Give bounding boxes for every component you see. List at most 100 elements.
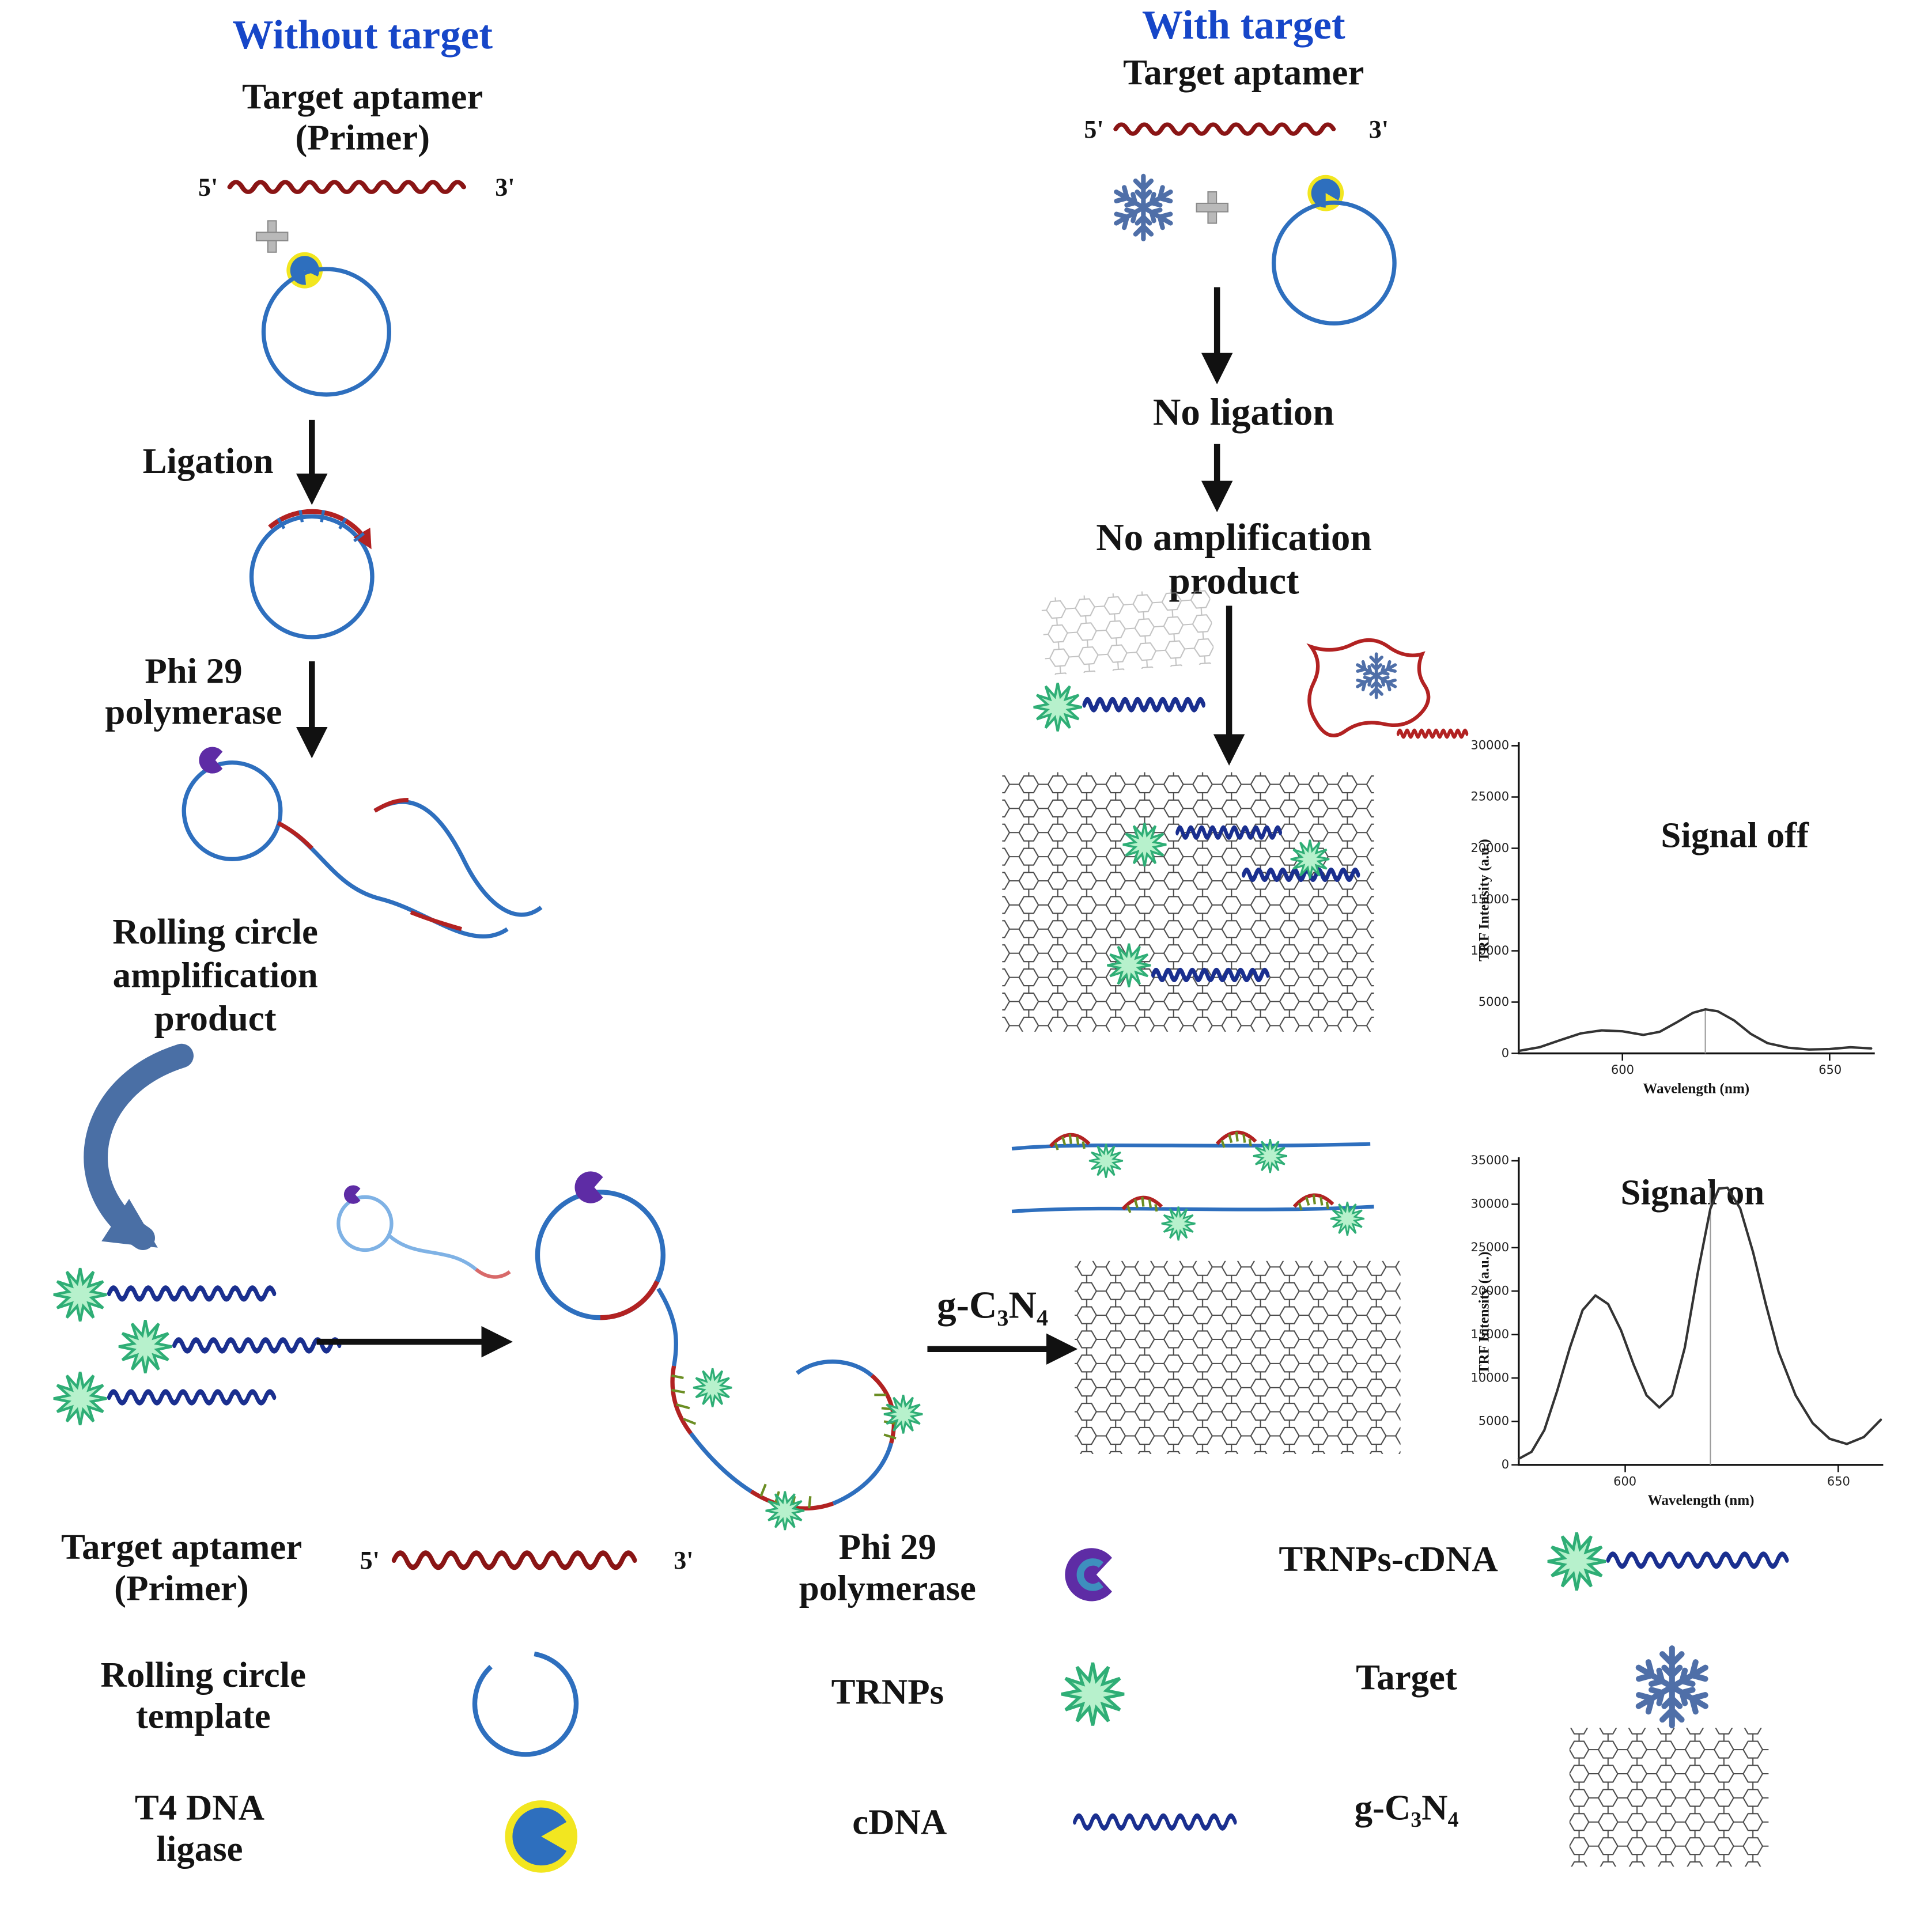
- trnps-cdna-cluster: [54, 1268, 339, 1425]
- cdna-wave: [109, 1392, 274, 1403]
- cdna-wave: [109, 1288, 274, 1299]
- legend-gcn: g-C₃N₄: [1355, 1788, 1459, 1828]
- rolling-circle-template: [261, 267, 391, 397]
- protected-duplexes: [1011, 1132, 1374, 1241]
- ytick: 10000: [1470, 1371, 1509, 1384]
- xtick: 600: [1613, 1474, 1636, 1488]
- signal-off-curve: [1517, 1008, 1873, 1053]
- gcn-arrow-label: g-C₃N₄: [937, 1284, 1048, 1326]
- phi29-icon: [343, 1185, 361, 1204]
- target-icon: [1355, 654, 1398, 697]
- y-axis-label: TRF Intensity (a.u.): [1476, 1252, 1492, 1375]
- cdna-wave: [174, 1340, 339, 1351]
- phi29-icon: [199, 747, 223, 774]
- aptamer-tail-wave: [1398, 731, 1466, 736]
- left-aptamer-label-2: (Primer): [295, 118, 430, 158]
- trnp-icon: [54, 1268, 107, 1321]
- rca-label-1: Rolling circle: [112, 911, 318, 952]
- legend-phi29-1: Phi 29: [839, 1527, 936, 1567]
- right-panel-title: With target: [1142, 3, 1345, 48]
- target-icon: [1112, 176, 1174, 239]
- legend-phi29-2: polymerase: [799, 1568, 976, 1608]
- faded-gcn-motif: [1041, 586, 1215, 676]
- signal-on-title: Signal on: [1621, 1172, 1765, 1212]
- duplex-icon: [1050, 1134, 1089, 1150]
- legend-trnp-cdna-wave: [1608, 1554, 1787, 1566]
- legend-ligase-icon: [505, 1800, 578, 1873]
- ytick: 0: [1502, 1457, 1509, 1471]
- phi29-label-1: Phi 29: [145, 651, 242, 691]
- legend-target-icon: [1634, 1648, 1710, 1725]
- ytick: 30000: [1470, 739, 1509, 752]
- trnp-icon: [1088, 1143, 1124, 1179]
- ligation-rungs: [277, 510, 365, 543]
- ytick: 0: [1502, 1046, 1509, 1060]
- trnp-icon: [119, 1320, 172, 1373]
- legend-rolling-circle-1: Rolling circle: [100, 1655, 306, 1695]
- rca-label-2: amplification: [113, 955, 318, 995]
- ytick: 30000: [1470, 1197, 1509, 1211]
- signal-off-chart: 30000 25000 20000 15000 10000 5000 0 600…: [1470, 739, 1875, 1097]
- phi29-label-2: polymerase: [105, 692, 282, 732]
- left-aptamer-wave: [230, 182, 464, 192]
- signal-on-chart: 35000 30000 25000 20000 15000 10000 5000…: [1470, 1153, 1884, 1508]
- free-gcn-sheet: [1075, 1260, 1401, 1454]
- legend-t4-2: ligase: [156, 1828, 243, 1869]
- left-five-prime: 5': [198, 173, 218, 201]
- legend-rolling-circle-2: template: [136, 1695, 271, 1736]
- trnp-icon: [692, 1367, 733, 1408]
- legend: Target aptamer (Primer) 5' 3' Phi 29 pol…: [61, 1527, 1787, 1873]
- trnp-icon: [765, 1490, 806, 1531]
- ytick: 5000: [1479, 1414, 1509, 1428]
- ytick: 15000: [1470, 1327, 1509, 1341]
- ytick: 35000: [1470, 1153, 1509, 1167]
- right-aptamer-label: Target aptamer: [1123, 52, 1364, 93]
- ligation-label: Ligation: [143, 441, 274, 481]
- ytick: 10000: [1470, 944, 1509, 957]
- legend-cdna-wave: [1075, 1816, 1235, 1828]
- x-axis-label: Wavelength (nm): [1648, 1493, 1755, 1508]
- ytick: 15000: [1470, 892, 1509, 906]
- legend-t4-1: T4 DNA: [135, 1788, 264, 1828]
- legend-trnp-icon: [1061, 1663, 1124, 1725]
- legend-gcn-icon: [1569, 1728, 1769, 1867]
- curved-arrow: [84, 1043, 194, 1250]
- signal-off-title: Signal off: [1661, 815, 1809, 855]
- folded-aptamer-target-motif: [1306, 638, 1466, 736]
- legend-target: Target: [1356, 1657, 1457, 1697]
- xtick: 650: [1827, 1474, 1850, 1488]
- rca-label-3: product: [154, 998, 277, 1039]
- y-axis-label: TRF Intensity (a.u.): [1476, 839, 1492, 961]
- legend-target-aptamer-2: (Primer): [114, 1568, 249, 1608]
- left-panel-title: Without target: [232, 13, 493, 58]
- rca-product: [182, 747, 543, 939]
- plus-icon: [1196, 191, 1229, 224]
- legend-target-aptamer-1: Target aptamer: [61, 1527, 302, 1567]
- right-five-prime: 5': [1084, 115, 1103, 143]
- trnp-icon: [1160, 1206, 1196, 1241]
- legend-phi29-icon: [1065, 1548, 1112, 1601]
- right-aptamer-wave: [1116, 124, 1333, 134]
- ytick: 25000: [1470, 1240, 1509, 1254]
- xtick: 650: [1818, 1063, 1842, 1077]
- xtick: 600: [1611, 1063, 1634, 1077]
- ytick: 20000: [1470, 1284, 1509, 1297]
- small-rca-motif: [337, 1185, 511, 1279]
- trnp-icon: [54, 1372, 107, 1425]
- no-amplification-label-1: No amplification: [1096, 516, 1371, 559]
- ytick: 25000: [1470, 790, 1509, 804]
- legend-three-prime: 3': [674, 1546, 693, 1574]
- rolling-circle-template: [1271, 200, 1397, 326]
- legend-trnp-cdna-star-icon: [1548, 1532, 1606, 1591]
- ytick: 5000: [1479, 995, 1509, 1009]
- legend-trnps-cdna: TRNPs-cDNA: [1279, 1539, 1498, 1579]
- left-aptamer-label-1: Target aptamer: [242, 77, 483, 117]
- cdna-wave: [1084, 700, 1204, 709]
- legend-aptamer-wave: [394, 1553, 635, 1568]
- legend-cdna: cDNA: [852, 1802, 947, 1842]
- x-axis-label: Wavelength (nm): [1643, 1081, 1749, 1097]
- gcn-adsorbed-scene: [1002, 772, 1374, 1032]
- ytick: 20000: [1470, 841, 1509, 855]
